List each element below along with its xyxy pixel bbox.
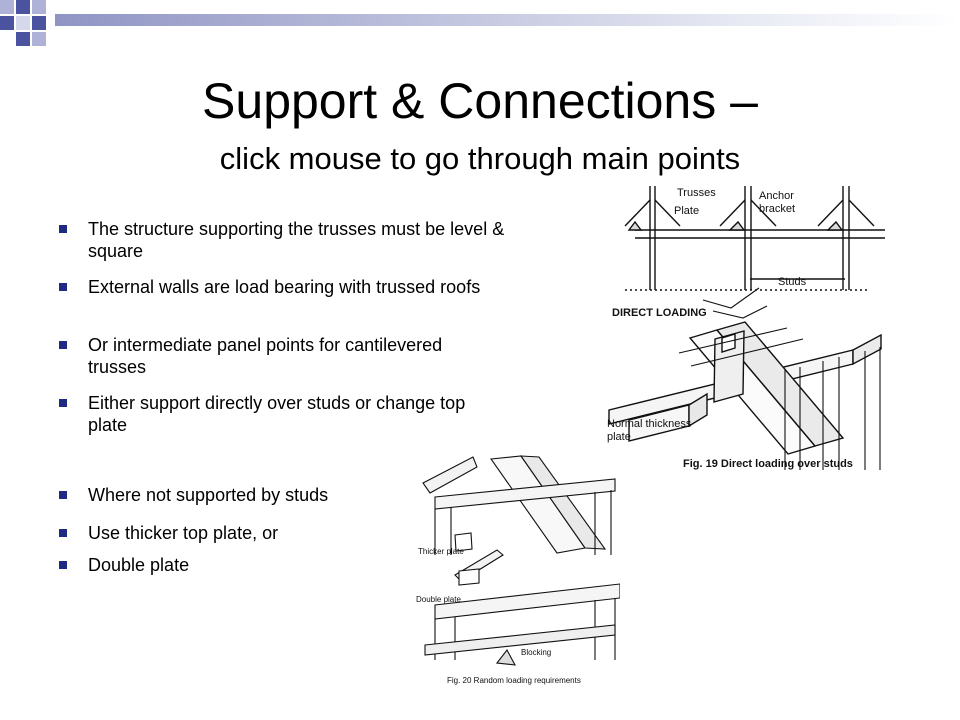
direct-loading-figure: Trusses Plate Anchor bracket Studs DIREC… bbox=[605, 180, 895, 475]
square-bullet-icon bbox=[59, 561, 67, 569]
trusses-label: Trusses bbox=[677, 187, 716, 199]
square-bullet-icon bbox=[59, 529, 67, 537]
bullet-text: Or intermediate panel points for cantile… bbox=[88, 335, 443, 377]
square-bullet-icon bbox=[59, 399, 67, 407]
square-bullet-icon bbox=[59, 225, 67, 233]
anchor-bracket-label-line-2: bracket bbox=[759, 203, 796, 215]
bullet-text: External walls are load bearing with tru… bbox=[88, 277, 481, 297]
square-bullet-icon bbox=[59, 283, 67, 291]
bullet-item: Where not supported by studs bbox=[58, 484, 418, 506]
header-rule bbox=[55, 14, 960, 26]
slide-title: Support & Connections – bbox=[202, 73, 758, 129]
direct-loading-drawing bbox=[608, 186, 885, 470]
blocking-label: Blocking bbox=[521, 648, 552, 657]
corner-mosaic-icon bbox=[0, 0, 46, 46]
bullet-text: Double plate bbox=[88, 555, 190, 575]
bullet-text: The structure supporting the trusses mus… bbox=[88, 219, 505, 261]
random-loading-figure: Thicker plate Double plate Blocking Fig.… bbox=[415, 455, 620, 695]
bullet-item: External walls are load bearing with tru… bbox=[58, 276, 498, 298]
bullet-text: Use thicker top plate, or bbox=[88, 523, 279, 543]
double-plate-label: Double plate bbox=[416, 595, 461, 604]
bullet-text: Either support directly over studs or ch… bbox=[88, 393, 466, 435]
figure-19-caption: Fig. 19 Direct loading over studs bbox=[683, 458, 853, 470]
plate-label: Plate bbox=[674, 205, 700, 217]
studs-label: Studs bbox=[778, 276, 807, 288]
figure-20-caption: Fig. 20 Random loading requirements bbox=[447, 676, 581, 685]
square-bullet-icon bbox=[59, 491, 67, 499]
bullet-item: Double plate bbox=[58, 554, 418, 576]
bullet-item: The structure supporting the trusses mus… bbox=[58, 218, 538, 262]
slide-subtitle: click mouse to go through main points bbox=[219, 141, 741, 176]
bullet-item: Use thicker top plate, or bbox=[58, 522, 418, 544]
bullet-text: Where not supported by studs bbox=[88, 485, 329, 505]
normal-thickness-label-line-1: Normal thickness bbox=[607, 418, 692, 430]
bullet-item: Either support directly over studs or ch… bbox=[58, 392, 498, 436]
bullet-item: Or intermediate panel points for cantile… bbox=[58, 334, 478, 378]
thicker-plate-label: Thicker plate bbox=[418, 547, 464, 556]
anchor-bracket-label-line-1: Anchor bbox=[759, 190, 794, 202]
normal-thickness-label-line-2: plate bbox=[607, 431, 631, 443]
random-loading-drawing bbox=[422, 455, 620, 666]
square-bullet-icon bbox=[59, 341, 67, 349]
direct-loading-label: DIRECT LOADING bbox=[612, 307, 707, 319]
